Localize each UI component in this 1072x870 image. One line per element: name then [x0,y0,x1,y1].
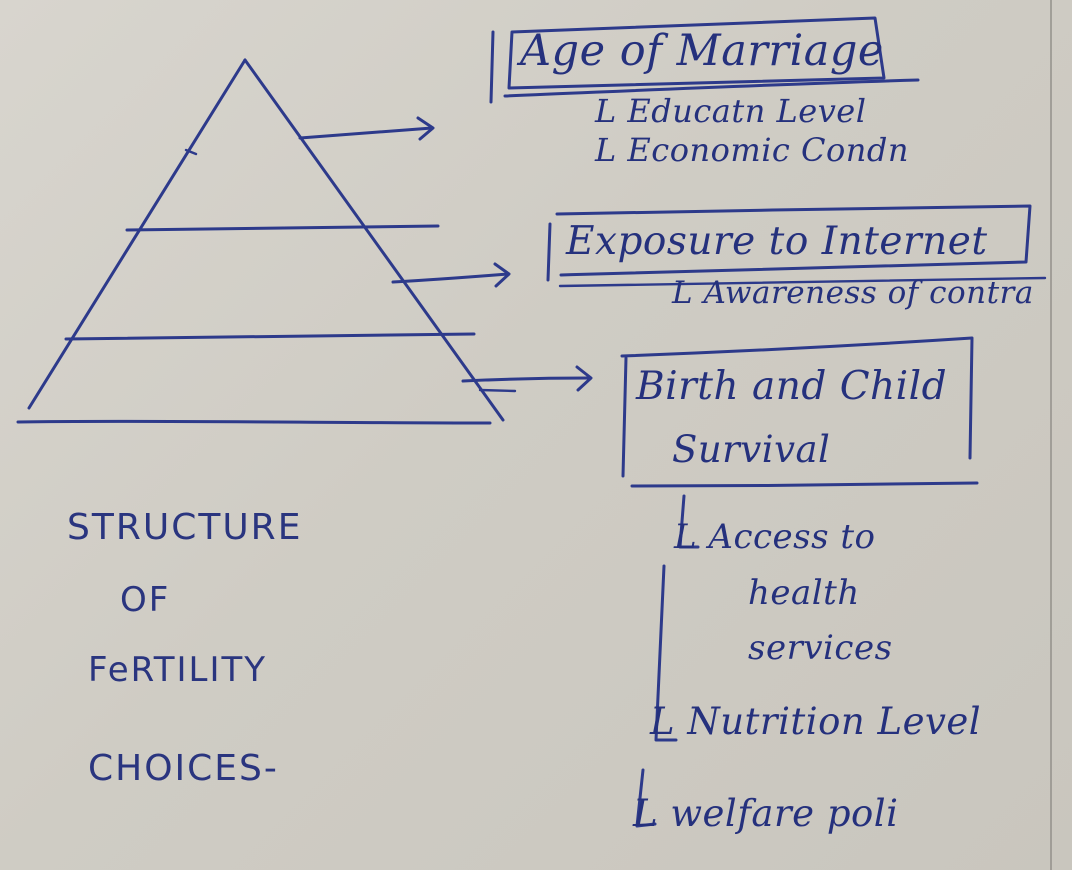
box1-subitem-economic: L Economic Condn [595,131,909,169]
box1-rect [507,16,886,90]
pyramid-base-line [16,419,492,425]
pyramid-layer-line-1 [125,224,440,232]
box1-label: Age of Marriage [520,26,884,76]
box1-underline [503,78,920,98]
box2-label: Exposure to Internet [566,219,988,264]
box3-underline [630,481,979,488]
box2-underline [558,276,1047,288]
pyramid-layer-line-2 [64,332,476,341]
arrows [298,116,593,393]
arrowhead-age-of-marriage [416,116,435,141]
box3-label-line-1: Birth and Child [636,364,948,409]
box3-subitem-access: L Access to [674,517,876,557]
caption-line-1: STRUCTURE [67,507,303,548]
connector-access [678,494,700,549]
caption-line-3: FeRTILITY [88,650,268,690]
pyramid [16,58,505,425]
box2-subitem-awareness: L Awareness of contra [672,275,1034,311]
box2-left-bracket [546,222,552,282]
box3-subitem-nutrition: L Nutrition Level [650,700,982,743]
connector-nutrition [654,564,678,742]
box2-rect [555,204,1032,277]
box3-subitem-welfare: L welfare poli [633,792,899,835]
pyramid-tick-mark [184,148,198,156]
caption-line-4: CHOICES- [88,748,279,789]
box-age-of-marriage [489,16,920,104]
box-birth-child-survival [620,336,979,488]
box3-label-line-2: Survival [672,428,831,471]
box3-subitem-health: health [748,573,860,613]
connector-welfare [635,768,657,828]
box-exposure [546,204,1047,288]
pyramid-right-edge [243,58,505,422]
arrow-to-birth [461,376,592,383]
subtree-connectors [635,494,700,828]
pyramid-left-edge [27,58,247,410]
arrowhead-birth [575,365,593,392]
box3-left-bracket [621,356,628,478]
arrow-to-age-of-marriage [298,126,434,140]
box1-subitem-education: L Educatn Level [595,92,867,130]
arrow-to-birth-underline [478,388,517,393]
arrowhead-exposure [493,262,511,288]
paper-edge-line [1050,0,1052,870]
box3-subitem-services: services [748,628,893,668]
arrow-to-exposure [391,272,510,284]
caption-line-2: OF [120,580,171,620]
box1-left-bracket [489,30,495,104]
box3-top-right [620,336,974,460]
